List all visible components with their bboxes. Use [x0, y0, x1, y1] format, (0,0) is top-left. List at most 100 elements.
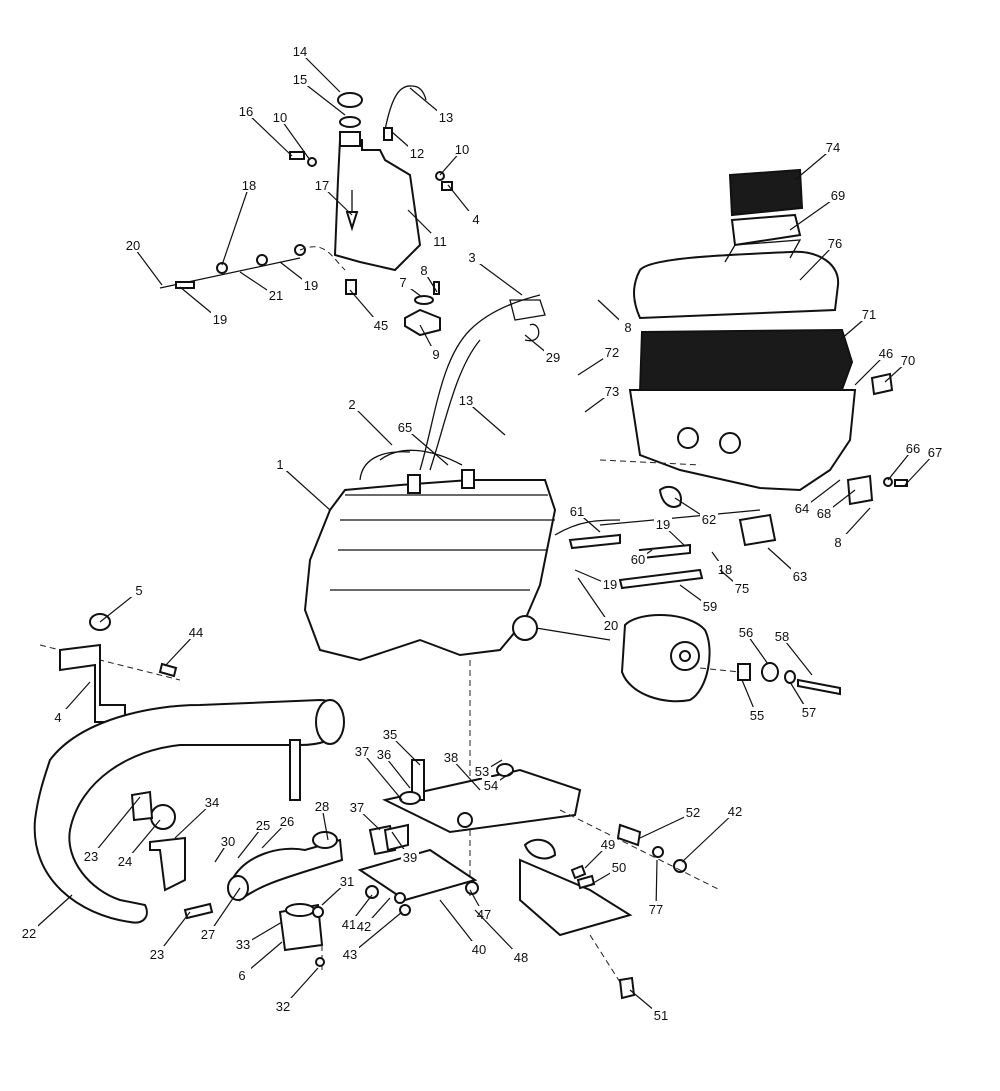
callout-leader-c1 — [279, 464, 331, 511]
callout-bg-c4b — [49, 709, 67, 724]
callout-label-c21: 21 — [269, 288, 283, 303]
callout-bg-c24 — [116, 853, 134, 868]
callout-label-c34: 34 — [205, 795, 219, 810]
callout-bg-c4a — [467, 211, 485, 226]
callout-bg-c17 — [313, 177, 331, 192]
callout-label-c70: 70 — [901, 353, 915, 368]
callout-label-c20b: 20 — [604, 618, 618, 633]
callout-label-c28: 28 — [315, 799, 329, 814]
callout-bg-c76 — [826, 235, 844, 250]
callout-bg-c10b — [453, 141, 471, 156]
callout-bg-c42a — [726, 803, 744, 818]
callout-bg-c37b — [348, 799, 366, 814]
callout-leader-c14 — [299, 51, 341, 93]
fuel-tank-assembly — [159, 85, 453, 337]
callout-label-c22: 22 — [22, 926, 36, 941]
callout-label-c26: 26 — [280, 814, 294, 829]
callout-label-c9: 9 — [432, 347, 439, 362]
callout-bg-c69 — [829, 187, 847, 202]
callout-label-c10a: 10 — [273, 110, 287, 125]
callout-label-c69: 69 — [831, 188, 845, 203]
callout-bg-c13b — [457, 392, 475, 407]
callout-leader-c16 — [245, 111, 293, 157]
callout-bg-c30 — [219, 833, 237, 848]
callout-label-c76: 76 — [828, 236, 842, 251]
callout-bg-c20a — [124, 237, 142, 252]
callout-leader-c65 — [404, 427, 449, 466]
callout-bg-c29 — [544, 349, 562, 364]
callout-label-c72: 72 — [605, 345, 619, 360]
callout-label-c8c: 8 — [834, 535, 841, 550]
callout-label-c24: 24 — [118, 854, 132, 869]
callout-bg-c19b — [211, 311, 229, 326]
callout-bg-c22 — [20, 925, 38, 940]
callout-bg-c36 — [375, 746, 393, 761]
callout-label-c71: 71 — [862, 307, 876, 322]
callout-leader-c3 — [471, 257, 523, 296]
callout-bg-c73 — [603, 383, 621, 398]
callout-bg-c21 — [267, 287, 285, 302]
callout-label-c1: 1 — [276, 457, 283, 472]
callout-label-c50: 50 — [612, 860, 626, 875]
callout-label-c7: 7 — [399, 275, 406, 290]
callout-bg-c61 — [568, 503, 586, 518]
callout-bg-c67 — [926, 444, 944, 459]
callout-bg-c75 — [733, 580, 751, 595]
callout-bg-c44 — [187, 624, 205, 639]
callout-bg-c42b — [355, 918, 373, 933]
callout-bg-c20b — [602, 617, 620, 632]
callout-bg-c71 — [860, 306, 878, 321]
callout-label-c42a: 42 — [728, 804, 742, 819]
callout-bg-c59 — [701, 598, 719, 613]
clutch-assembly — [568, 474, 908, 703]
callout-label-c8b: 8 — [624, 320, 631, 335]
callout-bg-c15 — [291, 71, 309, 86]
callout-label-c41: 41 — [342, 917, 356, 932]
callout-label-c23a: 23 — [84, 849, 98, 864]
callout-label-c19c: 19 — [656, 517, 670, 532]
callout-bg-c19d — [601, 576, 619, 591]
callout-label-c19d: 19 — [603, 577, 617, 592]
callout-label-c49: 49 — [601, 837, 615, 852]
callout-label-c65: 65 — [398, 420, 412, 435]
callout-bg-c56 — [737, 624, 755, 639]
callout-label-c32: 32 — [276, 999, 290, 1014]
callout-bg-c6 — [233, 967, 251, 982]
callout-label-c15: 15 — [293, 72, 307, 87]
callout-bg-c64 — [793, 500, 811, 515]
callout-label-c4a: 4 — [472, 212, 479, 227]
callout-label-c61: 61 — [570, 504, 584, 519]
callout-label-c45: 45 — [374, 318, 388, 333]
callout-bg-c74 — [824, 139, 842, 154]
callout-bg-c55 — [748, 707, 766, 722]
callout-label-c56: 56 — [739, 625, 753, 640]
callout-bg-c38 — [442, 749, 460, 764]
callout-bg-c18a — [240, 177, 258, 192]
callout-label-c77: 77 — [649, 902, 663, 917]
callout-bg-c60 — [629, 551, 647, 566]
callout-label-c18a: 18 — [242, 178, 256, 193]
callout-bg-c54 — [482, 777, 500, 792]
callout-label-c39: 39 — [403, 850, 417, 865]
callout-label-c4b: 4 — [54, 710, 61, 725]
callout-leader-c18a — [221, 185, 250, 266]
callout-label-c14: 14 — [293, 44, 307, 59]
callout-bg-c8b — [619, 319, 637, 334]
callout-bg-c26 — [278, 813, 296, 828]
callout-label-c67: 67 — [928, 445, 942, 460]
callout-bg-c58 — [773, 628, 791, 643]
callout-label-c10b: 10 — [455, 142, 469, 157]
callout-bg-c46 — [877, 345, 895, 360]
callout-bg-c45 — [372, 317, 390, 332]
callout-label-c25: 25 — [256, 818, 270, 833]
callout-bg-c14 — [291, 43, 309, 58]
callout-label-c33: 33 — [236, 937, 250, 952]
callout-bg-c37a — [353, 743, 371, 758]
callout-label-c54: 54 — [484, 778, 498, 793]
callout-leader-c2 — [351, 404, 393, 446]
callout-bg-c43 — [341, 946, 359, 961]
callout-label-c27: 27 — [201, 927, 215, 942]
callout-bg-c51 — [652, 1007, 670, 1022]
callout-label-c40: 40 — [472, 942, 486, 957]
